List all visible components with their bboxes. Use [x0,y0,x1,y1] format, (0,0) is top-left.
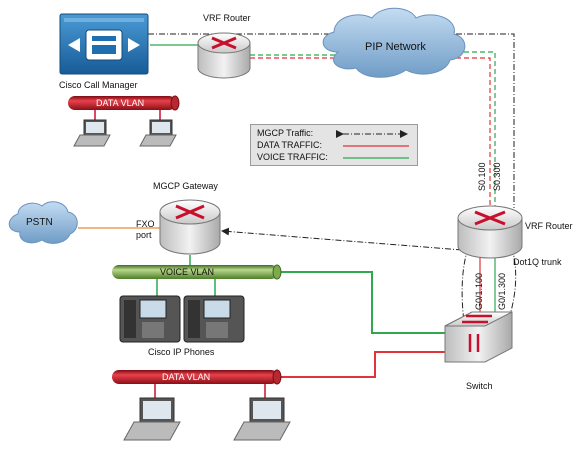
right-router-label: VRF Router [525,221,573,231]
s0-300-label: S0.300 [492,162,502,191]
fxo-port-label: FXO port [136,219,155,240]
voice-vlan-uplink [278,271,447,334]
voice-link-cloud-right-router [448,51,496,208]
pstn-cloud-icon [8,201,78,244]
top-vrf-router-icon [197,32,251,79]
mgcp-link-callmanager [141,30,515,208]
call-manager-icon [59,13,149,75]
call-manager-label: Cisco Call Manager [59,80,138,90]
g01-100-label: G0/1.100 [474,272,484,310]
laptop-icon [233,397,291,441]
top-router-label: VRF Router [203,13,251,23]
g01-300-label: G0/1.300 [497,272,507,310]
ip-phone-icon [119,295,181,343]
voice-vlan-pipe [112,264,282,280]
traffic-legend: MGCP Traffic: DATA TRAFFIC: VOICE TRAFFI… [250,124,418,166]
top-data-vlan-pipe [68,95,180,111]
ip-phones-label: Cisco IP Phones [148,347,215,357]
pip-network-label: PIP Network [365,41,426,53]
pip-network-cloud-icon [322,7,466,78]
voice-vlan-label: VOICE VLAN [160,267,215,277]
dot1q-trunk-label: Dot1Q trunk [513,257,562,267]
dot1q-trunk-left [461,247,469,331]
s0-100-label: S0.100 [477,162,487,191]
laptop-icon [139,119,177,147]
bottom-data-vlan-label: DATA VLAN [162,372,211,382]
mgcp-gateway-router-icon [159,199,221,255]
legend-mgcp-label: MGCP Traffic: [257,128,314,138]
ip-phone-icon [183,295,245,343]
legend-voice-label: VOICE TRAFFIC: [257,152,328,162]
switch-label: Switch [466,381,493,391]
legend-swatches [336,130,409,159]
mgcp-link-gateway [221,227,463,251]
data-vlan-uplink [278,351,447,378]
legend-data-label: DATA TRAFFIC: [257,140,323,150]
pstn-label: PSTN [26,217,53,228]
laptop-icon [73,119,111,147]
laptop-icon [123,397,181,441]
switch-icon [444,311,513,363]
right-vrf-router-icon [457,205,523,259]
data-link-cloud-right-router [448,57,491,208]
bottom-data-vlan-pipe [112,369,282,385]
top-data-vlan-label: DATA VLAN [96,98,145,108]
mgcp-gateway-label: MGCP Gateway [153,181,218,191]
